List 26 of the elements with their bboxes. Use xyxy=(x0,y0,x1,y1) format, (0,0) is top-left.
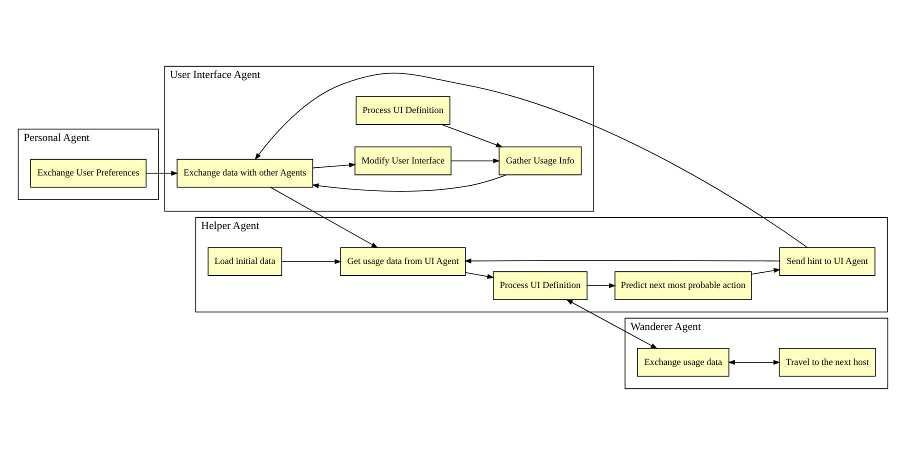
node-box: Gather Usage Info xyxy=(498,146,582,176)
arrow xyxy=(312,174,507,192)
arrow xyxy=(566,299,658,349)
arrow xyxy=(146,170,178,176)
node-box: Load initial data xyxy=(208,247,282,276)
arrow xyxy=(728,360,780,365)
node-box: Process UI Definition xyxy=(356,96,450,125)
node-box: Exchange User Preferences xyxy=(30,158,146,188)
node-box: Modify User Interface xyxy=(354,146,452,176)
node-box: Predict next most probable action xyxy=(614,271,752,300)
node-box: Exchange data with other Agents xyxy=(176,158,314,188)
node-box: Send hint to UI Agent xyxy=(779,247,876,276)
node-box: Travel to the next host xyxy=(778,348,876,377)
arrow xyxy=(312,162,356,168)
arrow xyxy=(281,259,342,264)
arrow xyxy=(254,72,808,248)
arrow xyxy=(270,186,378,248)
arrow xyxy=(450,158,500,164)
node-box: Process UI Definition xyxy=(492,271,588,300)
arrow xyxy=(586,283,616,288)
arrow xyxy=(751,268,781,275)
arrow xyxy=(464,258,780,264)
arrow xyxy=(441,124,503,148)
node-box: Exchange usage data xyxy=(637,348,730,377)
arrow xyxy=(465,272,494,279)
node-box: Get usage data from UI Agent xyxy=(340,247,466,276)
